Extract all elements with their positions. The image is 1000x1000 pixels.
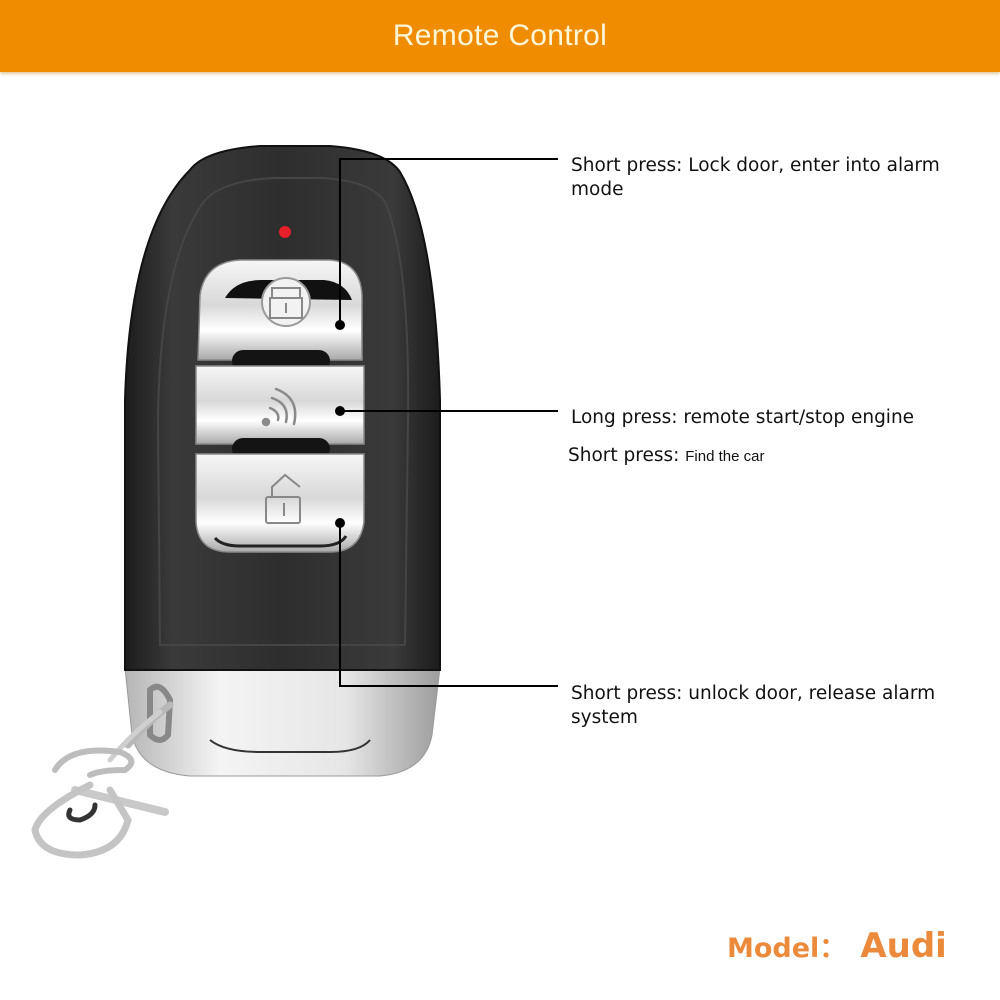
lock-button-callout: Short press: Lock door, enter into alarm… bbox=[571, 154, 940, 202]
signal-wave-icon bbox=[261, 387, 297, 427]
unlock-icon bbox=[265, 473, 301, 524]
callout-lines bbox=[339, 158, 558, 687]
signal-button[interactable] bbox=[195, 365, 365, 445]
model-label-text: Model： bbox=[727, 933, 847, 964]
model-value: Audi bbox=[860, 926, 947, 966]
page-title: Remote Control bbox=[392, 19, 608, 52]
callout-dot bbox=[335, 406, 345, 416]
unlock-button-callout: Short press: unlock door, release alarm … bbox=[571, 682, 935, 730]
unlock-button[interactable] bbox=[195, 453, 365, 553]
callout-line: Short press: Lock door, enter into alarm bbox=[571, 155, 940, 176]
chrome-end-cap bbox=[124, 667, 441, 777]
callout-line-prefix: Short press: bbox=[568, 445, 680, 466]
callout-line-suffix: Find the car bbox=[685, 448, 765, 465]
lock-button[interactable] bbox=[197, 259, 363, 361]
led-indicator bbox=[279, 226, 291, 238]
title-banner: Remote Control bbox=[0, 0, 1000, 72]
callout-line: system bbox=[571, 707, 638, 728]
callout-dot bbox=[335, 518, 345, 528]
callout-dot bbox=[335, 320, 345, 330]
model-label: Model： Audi bbox=[727, 926, 947, 966]
signal-button-callout: Long press: remote start/stop engine Sho… bbox=[568, 406, 915, 469]
keyring-clasp bbox=[31, 683, 174, 859]
callout-line: Short press: unlock door, release alarm bbox=[571, 683, 936, 704]
callout-line: Long press: remote start/stop engine bbox=[571, 407, 915, 428]
callout-line: mode bbox=[571, 179, 624, 200]
lock-icon bbox=[261, 277, 311, 327]
